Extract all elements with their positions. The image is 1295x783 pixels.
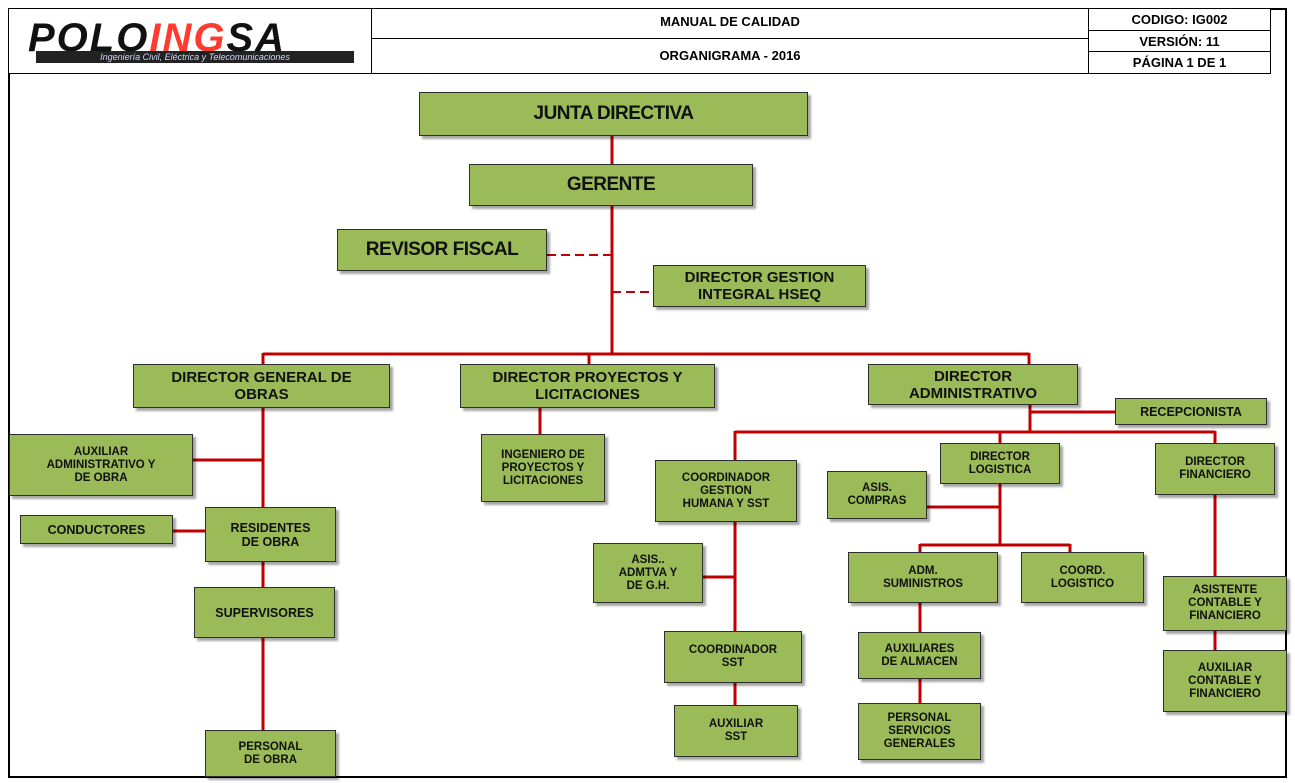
box-asistente-compras: ASIS. COMPRAS <box>827 471 927 519</box>
manual-title: MANUAL DE CALIDAD <box>660 14 800 29</box>
box-director-financiero: DIRECTOR FINANCIERO <box>1155 443 1275 495</box>
box-adm-suministros: ADM. SUMINISTROS <box>848 552 998 603</box>
box-asistente-contable: ASISTENTE CONTABLE Y FINANCIERO <box>1163 576 1287 631</box>
box-auxiliar-contable: AUXILIAR CONTABLE Y FINANCIERO <box>1163 650 1287 712</box>
box-director-proyectos: DIRECTOR PROYECTOS Y LICITACIONES <box>460 364 715 408</box>
box-asistente-admtva-gh: ASIS.. ADMTVA Y DE G.H. <box>593 543 703 603</box>
box-personal-obra: PERSONAL DE OBRA <box>205 730 336 777</box>
box-director-logistica: DIRECTOR LOGISTICA <box>940 443 1060 484</box>
box-director-administrativo: DIRECTOR ADMINISTRATIVO <box>868 364 1078 405</box>
box-ingeniero-proyectos: INGENIERO DE PROYECTOS Y LICITACIONES <box>481 434 605 502</box>
box-director-hseq: DIRECTOR GESTION INTEGRAL HSEQ <box>653 265 866 307</box>
logo-cell <box>8 8 372 74</box>
box-coordinador-gestion-humana: COORDINADOR GESTION HUMANA Y SST <box>655 460 797 522</box>
box-residentes-obra: RESIDENTES DE OBRA <box>205 507 336 562</box>
page-number: PÁGINA 1 DE 1 <box>1132 55 1227 70</box>
box-director-obras: DIRECTOR GENERAL DE OBRAS <box>133 364 390 408</box>
company-logo: POLOINGSA Ingeniería Civil, Eléctrica y … <box>18 16 363 66</box>
box-revisor-fiscal: REVISOR FISCAL <box>337 229 547 271</box>
box-junta-directiva: JUNTA DIRECTIVA <box>419 92 808 136</box>
document-code: CODIGO: IG002 <box>1131 12 1228 27</box>
document-title: ORGANIGRAMA - 2016 <box>659 48 801 63</box>
document-version: VERSIÓN: 11 <box>1139 34 1220 49</box>
box-gerente: GERENTE <box>469 164 753 206</box>
box-coord-logistico: COORD. LOGISTICO <box>1021 552 1144 603</box>
logo-tagline: Ingeniería Civil, Eléctrica y Telecomuni… <box>36 51 354 63</box>
box-auxiliares-almacen: AUXILIARES DE ALMACEN <box>858 632 981 679</box>
box-personal-servicios-generales: PERSONAL SERVICIOS GENERALES <box>858 703 981 760</box>
box-coordinador-sst: COORDINADOR SST <box>664 631 802 683</box>
box-conductores: CONDUCTORES <box>20 515 173 544</box>
page-cell <box>1088 51 1271 74</box>
box-auxiliar-sst: AUXILIAR SST <box>674 705 798 757</box>
box-auxiliar-administrativo-obra: AUXILIAR ADMINISTRATIVO Y DE OBRA <box>9 434 193 496</box>
box-supervisores: SUPERVISORES <box>194 587 335 638</box>
title-cell <box>371 38 1089 74</box>
box-recepcionista: RECEPCIONISTA <box>1115 398 1267 425</box>
